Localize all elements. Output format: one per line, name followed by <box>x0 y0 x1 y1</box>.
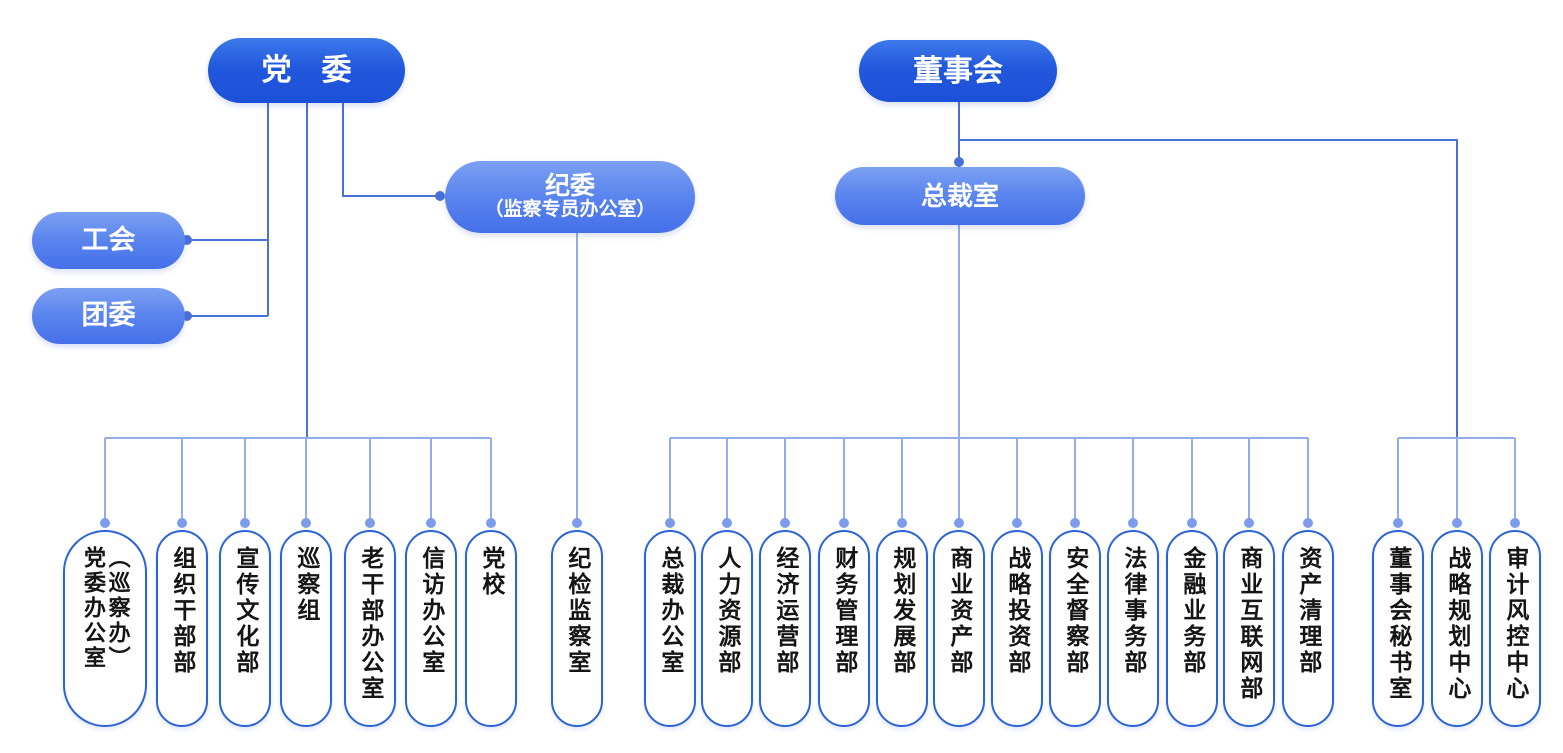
dept-label: 安全督察部 <box>1062 546 1089 676</box>
dept-pill-president-0: 总裁办公室 <box>644 530 696 727</box>
connector-dot <box>1187 518 1197 528</box>
dept-label: 资产清理部 <box>1295 546 1322 676</box>
dept-pill-board-1: 战略规划中心 <box>1431 530 1483 727</box>
connector-dot <box>301 518 311 528</box>
dept-pill-president-7: 安全督察部 <box>1049 530 1101 727</box>
connector-dot <box>435 191 445 201</box>
node-label: 党 委 <box>261 54 352 87</box>
connector-dot <box>1393 518 1403 528</box>
dept-pill-party-4: 老干部办公室 <box>344 530 396 727</box>
dept-pill-president-8: 法律事务部 <box>1107 530 1159 727</box>
node-discipline-committee: 纪委 （监察专员办公室） <box>445 161 695 233</box>
dept-pill-president-4: 规划发展部 <box>876 530 928 727</box>
line-party-to-discipline <box>342 103 443 197</box>
node-president-office: 总裁室 <box>835 167 1085 225</box>
connector-dot <box>722 518 732 528</box>
connector-dot <box>100 518 110 528</box>
dept-label: 经济运营部 <box>772 546 799 676</box>
dept-label: 党校 <box>478 546 505 598</box>
dept-label: 金融业务部 <box>1179 546 1206 676</box>
node-labor-union: 工会 <box>32 212 185 269</box>
connector-dot <box>954 518 964 528</box>
connector-dot <box>954 157 964 167</box>
connector-dot <box>572 518 582 528</box>
node-label-line2: （监察专员办公室） <box>484 199 656 221</box>
dept-pill-party-2: 宣传文化部 <box>219 530 271 727</box>
node-label: 团委 <box>81 300 136 331</box>
connector-dot <box>780 518 790 528</box>
connector-dot <box>1128 518 1138 528</box>
connector-dot <box>1012 518 1022 528</box>
dept-pill-party-5: 信访办公室 <box>405 530 457 727</box>
dept-pill-board-2: 审计风控中心 <box>1489 530 1541 727</box>
dept-pill-president-5: 商业资产部 <box>933 530 985 727</box>
dept-label: 总裁办公室 <box>657 546 684 676</box>
dept-label: 巡察组 <box>293 546 320 624</box>
node-youth-league: 团委 <box>32 288 185 344</box>
node-label: 董事会 <box>913 54 1003 88</box>
dept-pill-board-0: 董事会秘书室 <box>1372 530 1424 727</box>
node-label: 总裁室 <box>920 180 999 211</box>
connector-dot <box>240 518 250 528</box>
dept-label: 党委办公室 <box>81 546 106 671</box>
dept-label: 规划发展部 <box>889 546 916 676</box>
dept-pill-party-0: 党委办公室（巡察办） <box>63 530 147 727</box>
line-board-right-branch <box>959 139 1458 438</box>
node-board-of-directors: 董事会 <box>859 40 1057 102</box>
node-label-line1: 纪委 <box>544 171 595 200</box>
dept-pill-president-10: 商业互联网部 <box>1223 530 1275 727</box>
node-label: 工会 <box>81 224 136 255</box>
dept-label-secondary: （巡察办） <box>105 546 131 671</box>
connector-dot <box>897 518 907 528</box>
dept-pill-party-3: 巡察组 <box>280 530 332 727</box>
dept-label: 董事会秘书室 <box>1385 546 1412 702</box>
connector-dot <box>486 518 496 528</box>
dept-label: 法律事务部 <box>1120 546 1147 676</box>
dept-pill-president-11: 资产清理部 <box>1282 530 1334 727</box>
node-party-committee: 党 委 <box>208 38 405 103</box>
connector-dot <box>177 518 187 528</box>
dept-label: 战略规划中心 <box>1444 546 1471 702</box>
connector-dot <box>665 518 675 528</box>
dept-label: 老干部办公室 <box>357 546 384 702</box>
dept-label: 财务管理部 <box>831 546 858 676</box>
connector-dot <box>839 518 849 528</box>
connector-dot <box>1244 518 1254 528</box>
dept-pill-party-1: 组织干部部 <box>156 530 208 727</box>
dept-pill-president-9: 金融业务部 <box>1166 530 1218 727</box>
dept-label: 人力资源部 <box>714 546 741 676</box>
dept-label: 信访办公室 <box>418 546 445 676</box>
connector-dot <box>1510 518 1520 528</box>
dept-pill-president-3: 财务管理部 <box>818 530 870 727</box>
connector-dot <box>365 518 375 528</box>
dept-pill-discipline-0: 纪检监察室 <box>551 530 603 727</box>
connector-dot <box>426 518 436 528</box>
connector-dot <box>1452 518 1462 528</box>
dept-pill-president-1: 人力资源部 <box>701 530 753 727</box>
connector-dot <box>1070 518 1080 528</box>
dept-label: 宣传文化部 <box>232 546 259 676</box>
dept-label: 商业资产部 <box>946 546 973 676</box>
dept-pill-party-6: 党校 <box>465 530 517 727</box>
dept-label: 纪检监察室 <box>564 546 591 676</box>
dept-label: 商业互联网部 <box>1236 546 1263 702</box>
dept-label: 审计风控中心 <box>1502 546 1529 702</box>
dept-label: 组织干部部 <box>169 546 196 676</box>
connector-dot <box>1303 518 1313 528</box>
dept-pill-president-6: 战略投资部 <box>991 530 1043 727</box>
dept-label: 战略投资部 <box>1004 546 1031 676</box>
dept-pill-president-2: 经济运营部 <box>759 530 811 727</box>
